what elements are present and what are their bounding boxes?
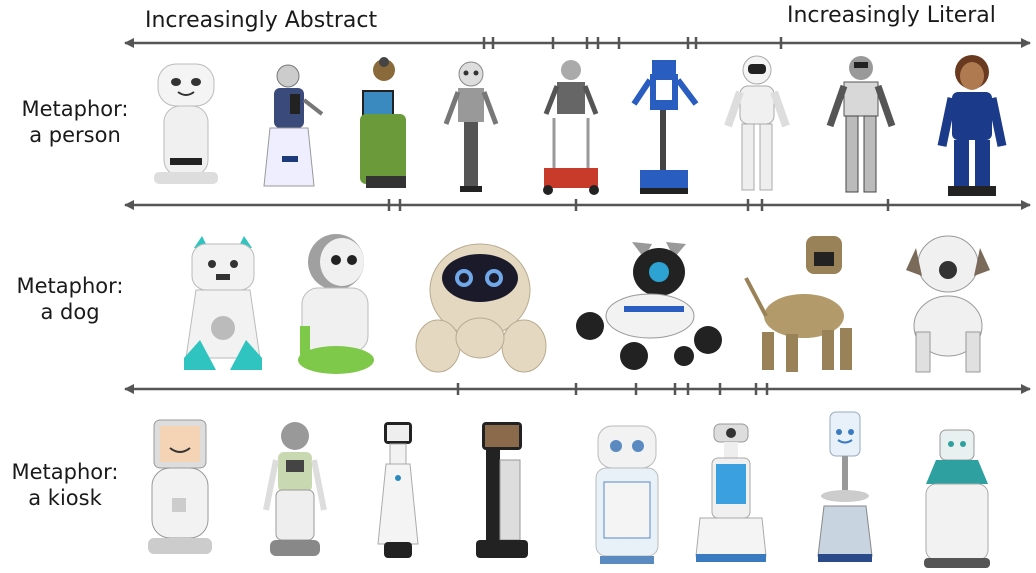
robot-kiosk-7 [812,410,878,566]
row-label-dog-line1: Metaphor: [16,274,124,298]
abstract-header: Increasingly Abstract [145,8,378,33]
axis-row-2 [124,199,1031,211]
robot-kiosk-1 [142,418,218,558]
robot-person-4 [442,60,500,194]
robot-kiosk-3 [370,420,426,562]
robot-kiosk-6 [694,420,768,566]
robot-dog-6 [898,232,998,378]
row-label-dog-line2: a dog [40,300,100,324]
row-label-person-line1: Metaphor: [21,97,129,121]
robot-person-3 [356,56,412,192]
robot-kiosk-8 [920,428,994,570]
robot-person-1 [150,62,222,188]
robot-person-5 [540,58,602,196]
robot-kiosk-5 [592,424,662,566]
literal-header: Increasingly Literal [787,3,996,28]
robot-dog-1 [180,234,266,374]
robot-dog-3 [414,234,550,376]
row-label-person: Metaphor: a person [0,96,150,148]
row-label-person-line2: a person [29,123,121,147]
row-label-dog: Metaphor: a dog [0,273,145,325]
row-label-kiosk: Metaphor: a kiosk [0,459,140,511]
axis-row-1 [124,37,1031,49]
axis-row-3 [124,383,1031,395]
robot-person-9 [936,52,1008,198]
robot-dog-2 [296,232,374,376]
robot-kiosk-2 [262,420,328,560]
row-label-kiosk-line1: Metaphor: [11,460,119,484]
row-label-kiosk-line2: a kiosk [28,486,102,510]
robot-person-2 [260,64,326,190]
robot-person-7 [724,54,790,198]
robot-kiosk-4 [470,420,534,562]
robot-dog-5 [742,232,866,380]
robot-person-8 [826,54,896,198]
robot-person-6 [630,58,700,198]
robot-dog-4 [574,236,724,372]
